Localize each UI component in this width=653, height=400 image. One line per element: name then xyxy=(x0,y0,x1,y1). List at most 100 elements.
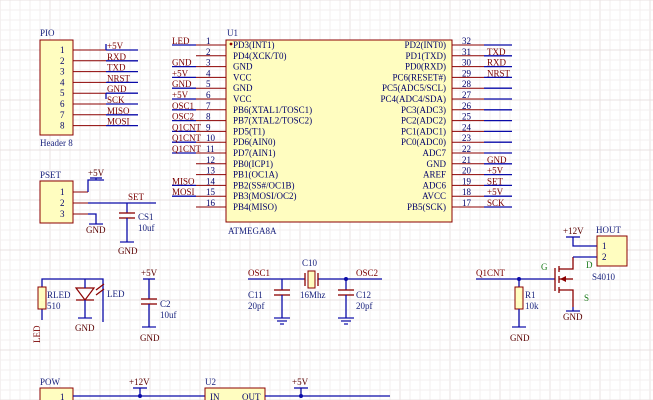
u1-left-pin-name: PD4(XCK/T0) xyxy=(233,51,287,61)
pset-pin-3: 3 xyxy=(60,209,65,219)
u1-left-pin-name: PB2(SS#/OC1B) xyxy=(233,180,295,190)
r1-body xyxy=(514,286,524,310)
c2-vcc: +5V xyxy=(141,268,158,278)
u1-left-pin-name: PD3(INT1) xyxy=(233,40,275,50)
u1-right-net-label: GND xyxy=(487,155,507,165)
u1-left-net-label: +5V xyxy=(172,68,189,78)
pio-pin-num: 1 xyxy=(60,45,65,55)
u1-right-pin-num: 28 xyxy=(462,79,472,89)
c2-capacitor: +5V C2 10uf GND xyxy=(140,268,177,343)
pio-net-label: +5V xyxy=(107,41,124,51)
u1-right-net-label: NRST xyxy=(487,68,511,78)
q1-gate-label: G xyxy=(541,262,548,272)
xtal-body xyxy=(307,270,316,289)
r1-ref: R1 xyxy=(525,290,536,300)
cs1-ref: CS1 xyxy=(138,212,154,222)
xtal-osc1: OSC1 xyxy=(248,268,270,278)
u1-left-pin-name: VCC xyxy=(233,94,252,104)
q1-source-label: S xyxy=(584,293,589,303)
c11-value: 20pf xyxy=(248,301,265,311)
pset-pin-1: 1 xyxy=(60,187,65,197)
pio-footer: Header 8 xyxy=(40,138,73,148)
pow-pin-1: 1 xyxy=(60,392,65,400)
u2-out: OUT xyxy=(242,392,261,400)
u1-right-pin-name: ADC6 xyxy=(422,180,446,190)
u1-left-pin-num: 10 xyxy=(206,133,216,143)
pow-body xyxy=(39,387,74,400)
u1-left-pin-name: PB0(ICP1) xyxy=(233,159,273,169)
pset-gnd-wire xyxy=(88,213,97,224)
led-net: LED xyxy=(32,325,42,343)
u1-right-pin-num: 18 xyxy=(462,187,472,197)
u1-left-pin-num: 7 xyxy=(206,101,211,111)
u1-left-net-label: Q1CNT xyxy=(172,133,202,143)
u1-left-pin-num: 5 xyxy=(206,79,211,89)
rled-body xyxy=(37,286,47,310)
pio-net-label: TXD xyxy=(107,63,126,73)
u1-left-net-label: Q1CNT xyxy=(172,122,202,132)
c12-value: 20pf xyxy=(356,301,373,311)
u2-ref: U2 xyxy=(205,377,216,387)
c10-ref: C10 xyxy=(302,258,318,268)
u1-right-pin-num: 24 xyxy=(462,122,472,132)
pio-net-label: NRST xyxy=(107,73,131,83)
u1-right-net-label: +5V xyxy=(487,166,504,176)
u1-left-net-label: LED xyxy=(172,36,190,46)
u1-left-pin-num: 8 xyxy=(206,112,211,122)
u1-left-pin-num: 13 xyxy=(206,166,216,176)
hout-pin-1: 1 xyxy=(602,241,607,251)
c10-value: 16Mhz xyxy=(300,290,326,300)
u2-in: IN xyxy=(210,392,220,400)
u1-body xyxy=(225,39,453,223)
u1-right-pin-name: PC4(ADC4/SDA) xyxy=(380,94,446,104)
pio-pin-num: 2 xyxy=(60,56,65,66)
u1-right-pin-num: 31 xyxy=(462,47,471,57)
q1-drain-lead xyxy=(559,257,574,270)
led-emission-arrow-1 xyxy=(95,283,105,291)
pset-gnd: GND xyxy=(86,225,106,235)
u2-body xyxy=(204,387,266,400)
u1-right-pin-name: PD1(TXD) xyxy=(406,51,447,61)
u1-right-pin-num: 19 xyxy=(462,176,472,186)
u1-left-net-label: +5V xyxy=(172,90,189,100)
u1-right-pins: 32PD2(INT0)31PD1(TXD)TXD30PD0(RXD)RXD29P… xyxy=(380,36,512,212)
pio-net-label: GND xyxy=(107,84,127,94)
u1-left-pin-num: 1 xyxy=(206,36,211,46)
u1-right-net-label: +5V xyxy=(487,187,504,197)
cs1-gnd: GND xyxy=(118,246,138,256)
hout-ref: HOUT xyxy=(596,225,621,235)
u1-right-pin-num: 30 xyxy=(462,58,472,68)
q1-source-lead xyxy=(559,289,574,307)
pow-v5: +5V xyxy=(292,377,309,387)
u1-left-net-label: GND xyxy=(172,79,192,89)
u1-left-pin-name: VCC xyxy=(233,72,252,82)
pin1-marker xyxy=(229,42,233,46)
xtal-osc2: OSC2 xyxy=(356,268,378,278)
power-block: POW 1 +12V U2 IN OUT +5V xyxy=(39,377,390,400)
u1-part: ATMEGA8A xyxy=(228,226,277,236)
pow-ref: POW xyxy=(40,377,61,387)
q1-gnd: GND xyxy=(563,312,583,322)
pio-net-label: RXD xyxy=(107,52,127,62)
u1-left-pin-num: 16 xyxy=(206,198,216,208)
led-block: RLED 510 LED GND LED xyxy=(32,278,125,343)
crystal-block: OSC1 OSC2 C10 16Mhz C11 20pf C12 20pf xyxy=(248,258,382,325)
u1-left-pin-name: GND xyxy=(233,83,253,93)
hout-body xyxy=(596,235,628,267)
u1-right-pin-name: PB5(SCK) xyxy=(407,202,446,212)
pset-ref: PSET xyxy=(40,170,62,180)
pset-vcc: +5V xyxy=(88,168,105,178)
u1-right-pin-num: 32 xyxy=(462,36,471,46)
u1-left-pin-name: PB6(XTAL1/TOSC1) xyxy=(233,105,312,115)
u1-left-pin-name: PB1(OC1A) xyxy=(233,170,278,180)
u1-left-pin-name: PD6(AIN0) xyxy=(233,137,276,147)
u1-right-pin-num: 25 xyxy=(462,112,472,122)
u1-right-pin-name: PC5(ADC5/SCL) xyxy=(382,83,446,93)
pio-net-label: MOSI xyxy=(107,117,130,127)
pio-ref: PIO xyxy=(40,28,55,38)
u1-right-pin-num: 21 xyxy=(462,155,471,165)
u1-left-net-label: MISO xyxy=(172,176,195,186)
pset-set-net: SET xyxy=(128,192,145,202)
u1-right-pin-name: PC0(ADC0) xyxy=(401,137,446,147)
